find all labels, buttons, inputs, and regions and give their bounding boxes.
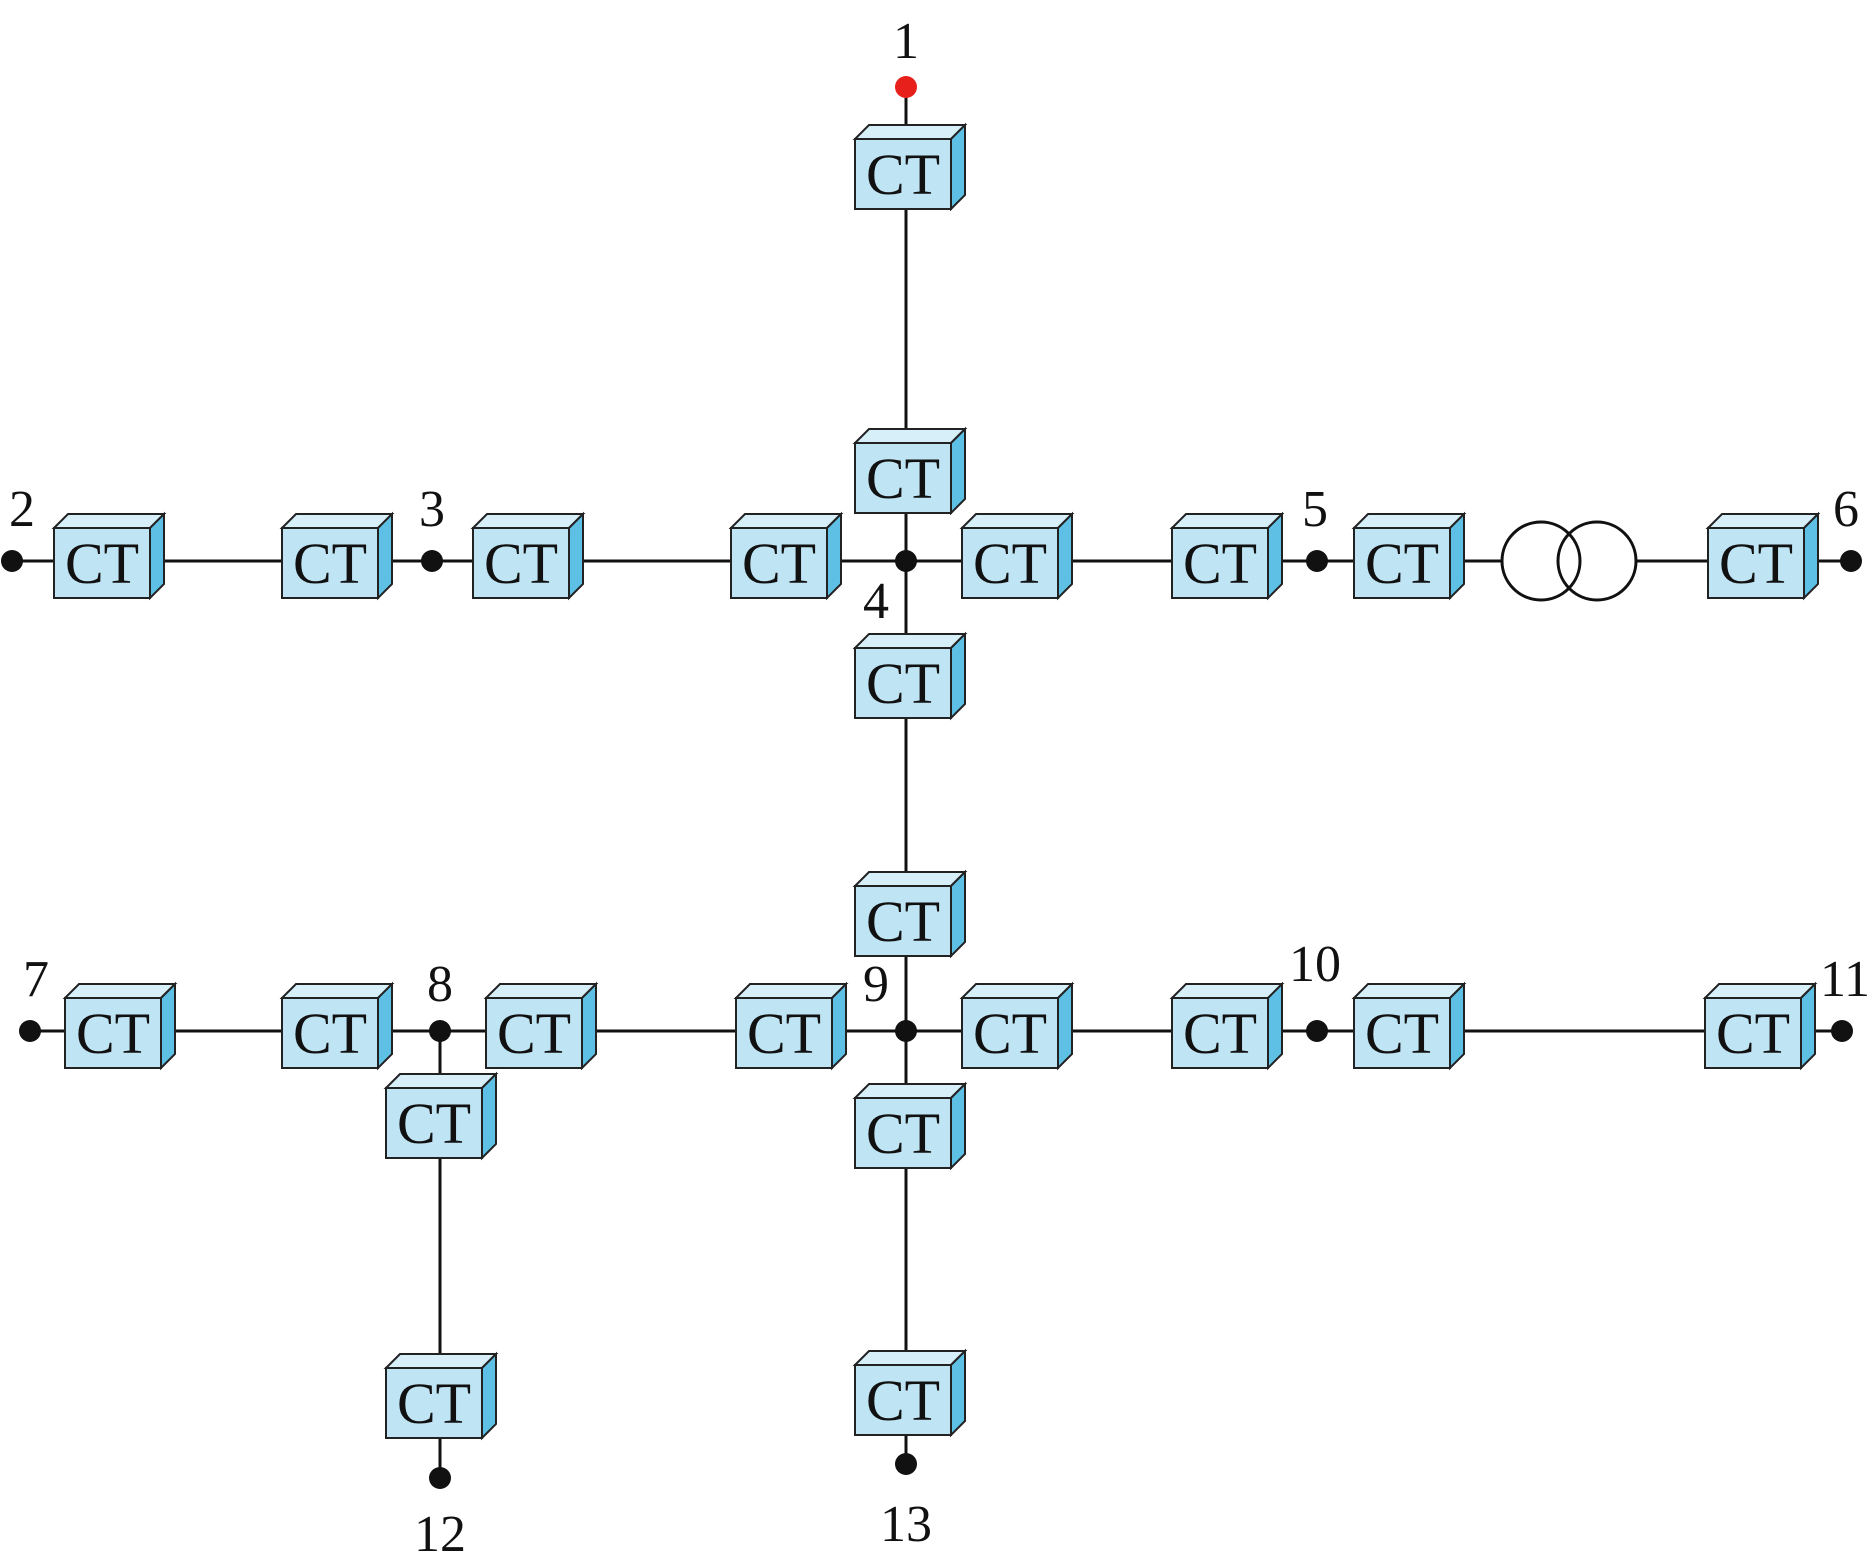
ct-label: CT xyxy=(1183,1001,1257,1066)
node-6-dot xyxy=(1840,550,1862,572)
node-label-7: 7 xyxy=(23,951,49,1008)
ct-box-10-11-2: CT xyxy=(1702,981,1818,1071)
ct-label: CT xyxy=(973,531,1047,596)
node-3-dot xyxy=(421,550,443,572)
ct-box-8-12-1: CT xyxy=(383,1071,499,1161)
ct-label: CT xyxy=(497,1001,571,1066)
node-label-8: 8 xyxy=(427,956,453,1013)
wires-layer xyxy=(12,87,1851,1478)
ct-label: CT xyxy=(1365,531,1439,596)
ct-box-8-9-2: CT xyxy=(733,981,849,1071)
ct-box-10-11-1: CT xyxy=(1351,981,1467,1071)
ct-box-1-4-2: CT xyxy=(852,426,968,516)
ct-box-3-4-2: CT xyxy=(728,511,844,601)
ct-label: CT xyxy=(866,1101,940,1166)
ct-box-9-10-1: CT xyxy=(959,981,1075,1071)
node-label-9: 9 xyxy=(863,956,889,1013)
ct-box-5-6-1: CT xyxy=(1351,511,1467,601)
ct-box-2-3-1: CT xyxy=(51,511,167,601)
node-2-dot xyxy=(1,550,23,572)
ct-box-8-9-1: CT xyxy=(483,981,599,1071)
ct-label: CT xyxy=(866,446,940,511)
ct-label: CT xyxy=(76,1001,150,1066)
node-1-source-dot xyxy=(895,76,917,98)
ct-label: CT xyxy=(866,889,940,954)
node-label-5: 5 xyxy=(1302,481,1328,538)
ct-box-4-5-1: CT xyxy=(959,511,1075,601)
node-11-dot xyxy=(1831,1020,1853,1042)
node-label-2: 2 xyxy=(9,481,35,538)
node-10-dot xyxy=(1306,1020,1328,1042)
node-12-dot xyxy=(429,1467,451,1489)
ct-box-8-12-2: CT xyxy=(383,1351,499,1441)
node-label-12: 12 xyxy=(414,1506,466,1563)
ct-box-9-13-2: CT xyxy=(852,1348,968,1438)
ct-box-4-5-2: CT xyxy=(1169,511,1285,601)
ct-box-7-8-2: CT xyxy=(279,981,395,1071)
ct-box-3-4-1: CT xyxy=(470,511,586,601)
node-label-10: 10 xyxy=(1289,936,1341,993)
ct-box-1-4-1: CT xyxy=(852,122,968,212)
ct-box-4-9-1: CT xyxy=(852,631,968,721)
node-13-dot xyxy=(895,1453,917,1475)
ct-label: CT xyxy=(65,531,139,596)
node-label-3: 3 xyxy=(419,481,445,538)
node-5-dot xyxy=(1306,550,1328,572)
ct-box-4-9-2: CT xyxy=(852,869,968,959)
ct-label: CT xyxy=(484,531,558,596)
node-label-1: 1 xyxy=(893,13,919,70)
ct-label: CT xyxy=(397,1091,471,1156)
ct-label: CT xyxy=(866,142,940,207)
ct-label: CT xyxy=(866,1368,940,1433)
node-4-dot xyxy=(895,550,917,572)
node-layer xyxy=(1,76,1862,1489)
ct-label: CT xyxy=(293,531,367,596)
ct-layer: CT CT CT CT CT CT CT CT CT CT CT CT CT CT CT CT CT CT CT CT… xyxy=(51,122,1821,1441)
ct-label: CT xyxy=(866,651,940,716)
ct-label: CT xyxy=(973,1001,1047,1066)
ct-label: CT xyxy=(1365,1001,1439,1066)
ct-box-2-3-2: CT xyxy=(279,511,395,601)
ct-label: CT xyxy=(747,1001,821,1066)
node-label-11: 11 xyxy=(1820,951,1870,1008)
ct-box-9-10-2: CT xyxy=(1169,981,1285,1071)
ct-box-9-13-1: CT xyxy=(852,1081,968,1171)
node-9-dot xyxy=(895,1020,917,1042)
ct-box-5-6-2: CT xyxy=(1705,511,1821,601)
node-label-4: 4 xyxy=(863,573,889,630)
ct-label: CT xyxy=(1716,1001,1790,1066)
node-7-dot xyxy=(19,1020,41,1042)
ct-label: CT xyxy=(1183,531,1257,596)
node-8-dot xyxy=(429,1020,451,1042)
ct-box-7-8-1: CT xyxy=(62,981,178,1071)
ct-label: CT xyxy=(742,531,816,596)
transformer-5-6-icon xyxy=(1500,520,1638,602)
ct-label: CT xyxy=(1719,531,1793,596)
node-label-13: 13 xyxy=(880,1496,932,1553)
node-label-6: 6 xyxy=(1833,481,1859,538)
ct-label: CT xyxy=(293,1001,367,1066)
ct-label: CT xyxy=(397,1371,471,1436)
transformer-layer xyxy=(1500,520,1638,602)
